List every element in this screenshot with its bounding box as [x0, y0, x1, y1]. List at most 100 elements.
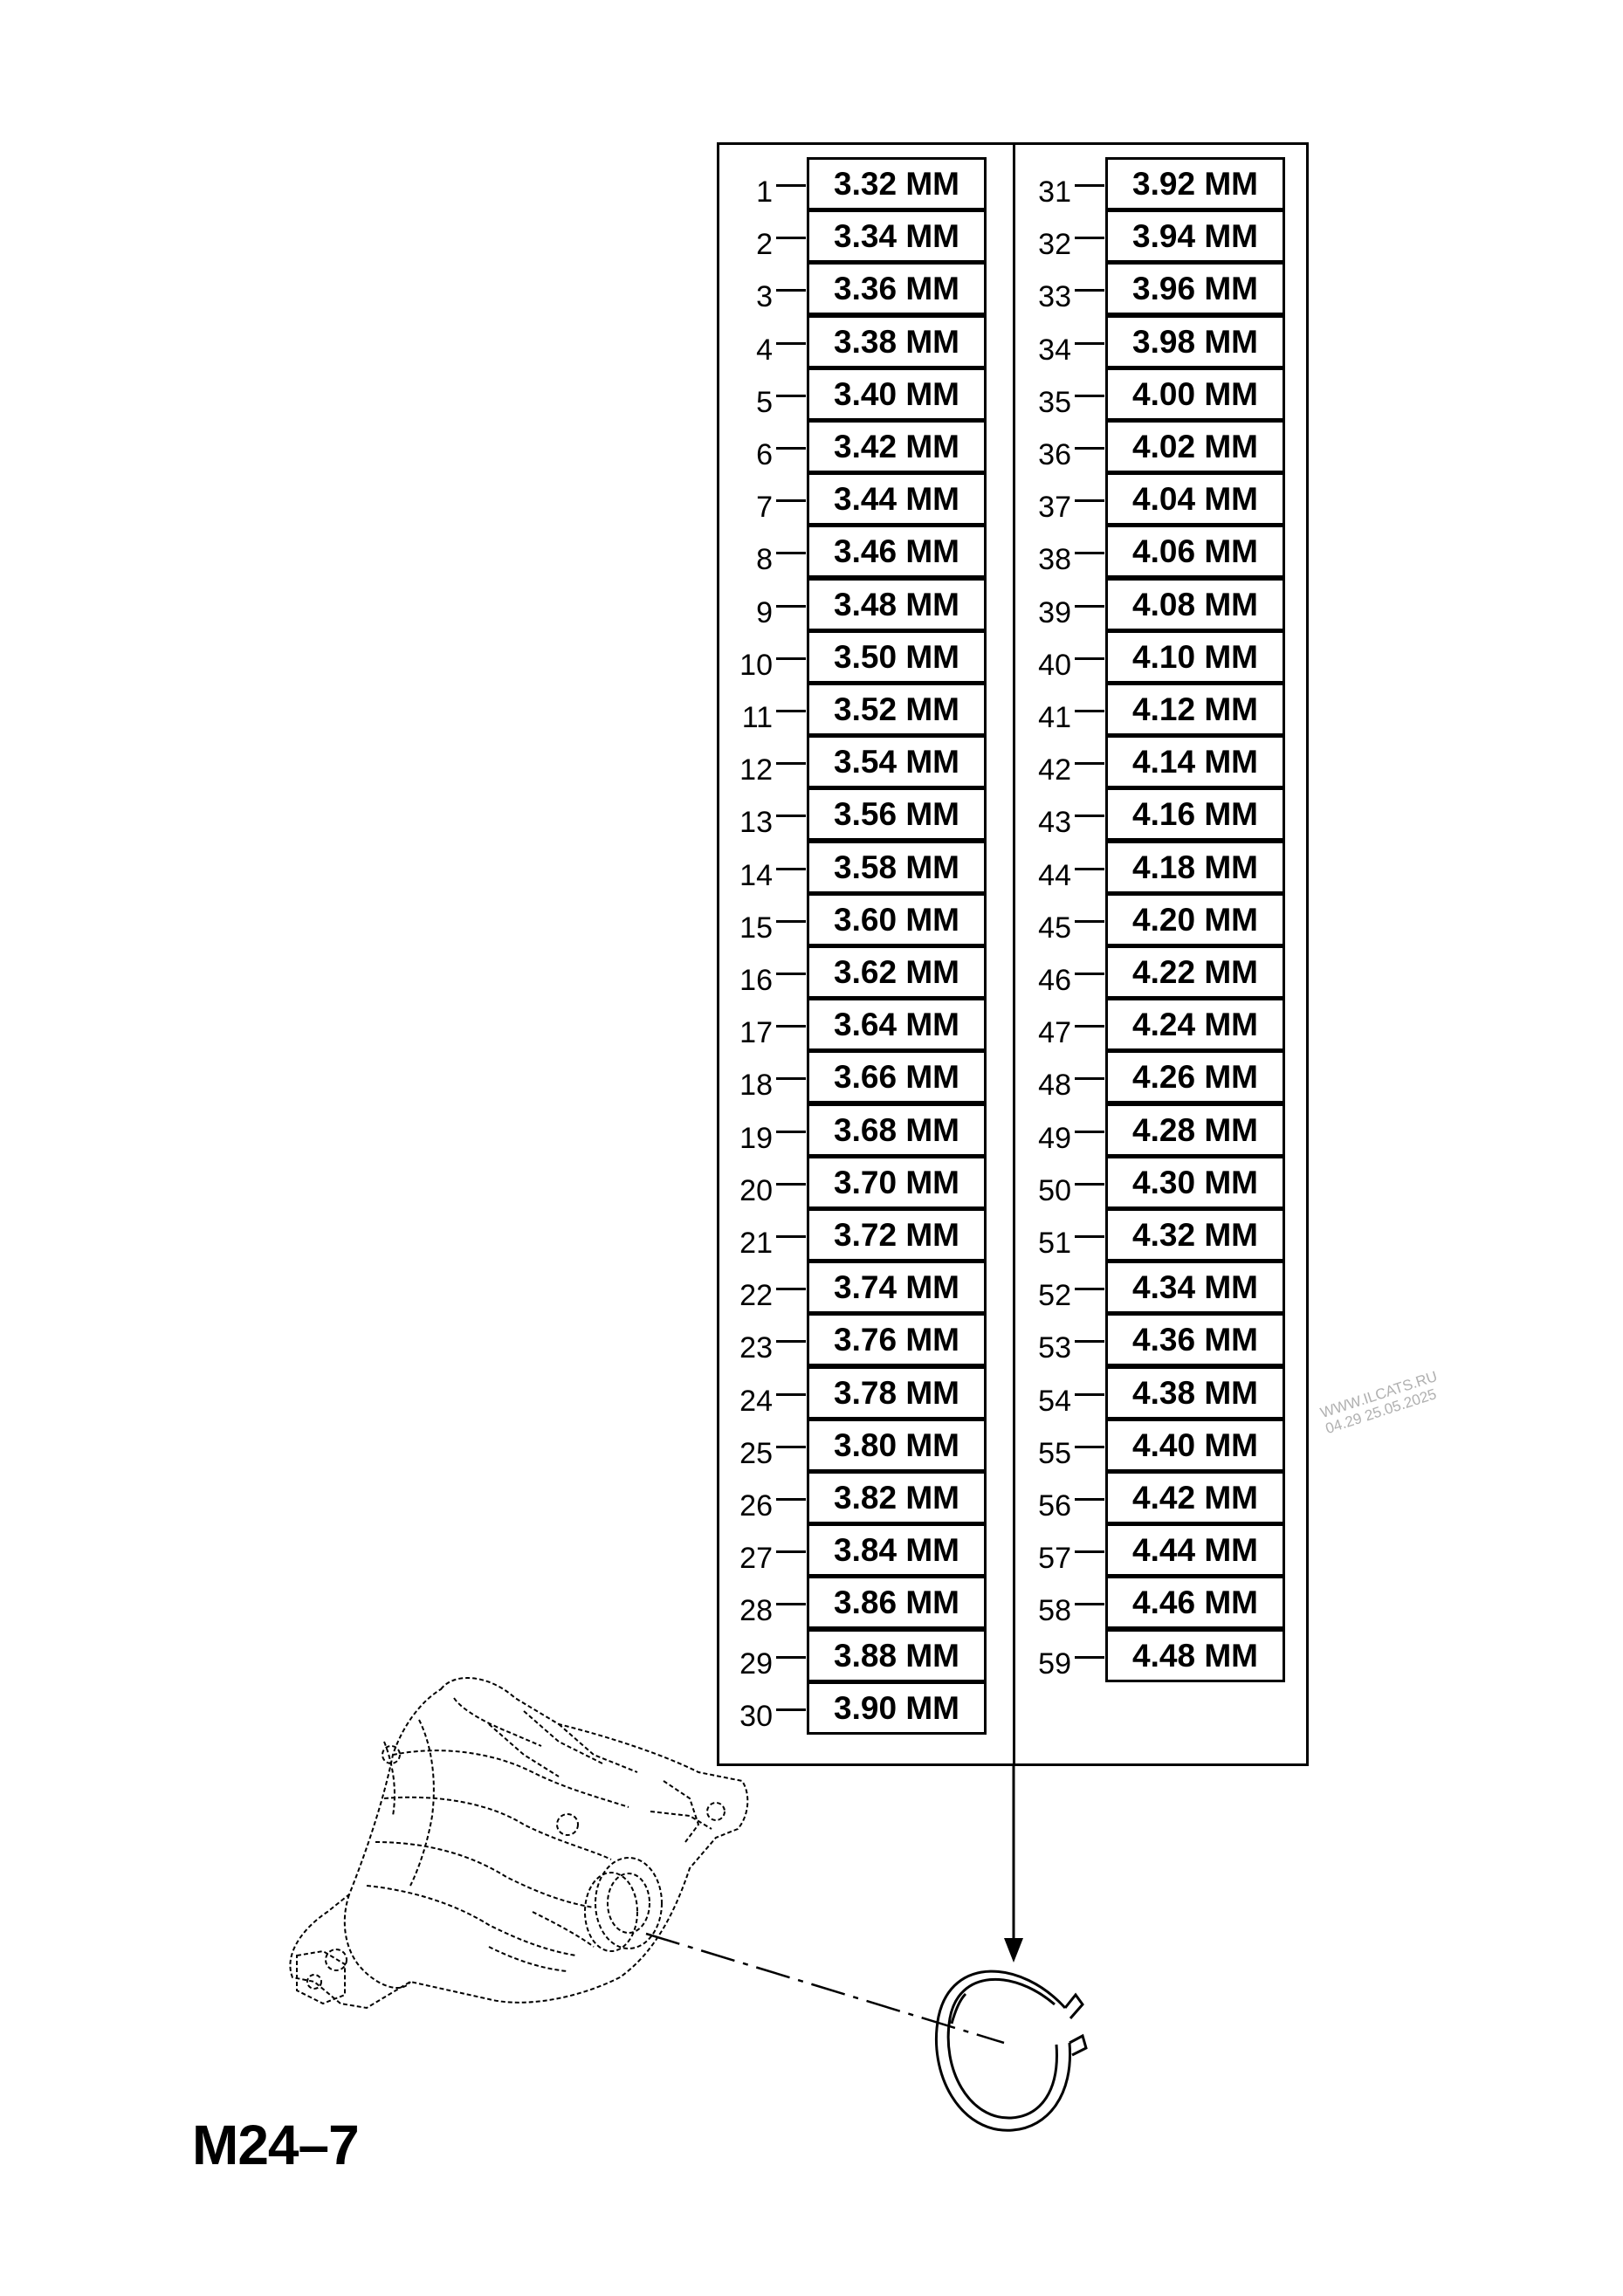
shim-size-box: 3.70 MM — [807, 1155, 987, 1209]
shim-size-box: 4.06 MM — [1105, 525, 1285, 579]
shim-size-box: 3.98 MM — [1105, 314, 1285, 368]
leader-tick — [776, 447, 806, 450]
item-number: 40 — [1038, 648, 1071, 682]
center-line — [645, 1932, 1005, 2045]
leader-tick — [1075, 394, 1104, 397]
table-column-divider — [1013, 142, 1015, 1766]
item-number: 3 — [756, 280, 773, 314]
shim-size-box: 3.44 MM — [807, 472, 987, 526]
shim-size-box: 3.72 MM — [807, 1208, 987, 1261]
snap-ring — [934, 1969, 1088, 2132]
leader-arrow — [1004, 1766, 1023, 1963]
shim-size-box: 4.30 MM — [1105, 1155, 1285, 1209]
item-number: 57 — [1038, 1542, 1071, 1576]
shim-size-box: 4.00 MM — [1105, 367, 1285, 421]
item-number: 5 — [756, 385, 773, 419]
leader-tick — [1075, 1340, 1104, 1344]
item-number: 44 — [1038, 858, 1071, 892]
shim-size-box: 4.36 MM — [1105, 1313, 1285, 1367]
shim-size-box: 3.82 MM — [807, 1471, 987, 1524]
leader-tick — [1075, 1025, 1104, 1028]
leader-tick — [776, 710, 806, 712]
item-number: 32 — [1038, 228, 1071, 262]
item-number: 22 — [739, 1279, 773, 1313]
leader-tick — [1075, 237, 1104, 240]
shim-size-box: 4.44 MM — [1105, 1523, 1285, 1578]
shim-size-box: 3.84 MM — [807, 1523, 987, 1578]
table-row: 25 3.80 MM — [0, 1418, 1623, 1472]
item-number: 45 — [1038, 911, 1071, 945]
shim-size-box: 3.94 MM — [1105, 210, 1285, 264]
shim-size-box: 3.60 MM — [807, 892, 987, 946]
item-number: 30 — [739, 1699, 773, 1733]
leader-tick — [776, 341, 806, 345]
shim-size-box: 3.32 MM — [807, 157, 987, 210]
item-number: 28 — [739, 1594, 773, 1628]
item-number: 33 — [1038, 280, 1071, 314]
shim-size-box: 3.48 MM — [807, 577, 987, 631]
item-number: 41 — [1038, 701, 1071, 734]
leader-tick — [1075, 1392, 1104, 1396]
leader-tick — [1075, 867, 1104, 870]
item-number: 34 — [1038, 333, 1071, 367]
item-number: 4 — [756, 333, 773, 367]
item-number: 36 — [1038, 438, 1071, 471]
item-number: 47 — [1038, 1016, 1071, 1050]
shim-size-box: 3.80 MM — [807, 1418, 987, 1472]
shim-size-box: 3.96 MM — [1105, 262, 1285, 316]
leader-tick — [1075, 604, 1104, 608]
item-number: 10 — [739, 648, 773, 682]
table-row: 57 4.44 MM — [0, 1523, 1623, 1578]
leader-tick — [776, 1130, 806, 1133]
item-number: 37 — [1038, 491, 1071, 525]
table-row: 32 3.94 MM — [0, 210, 1623, 264]
shim-size-box: 3.76 MM — [807, 1313, 987, 1367]
leader-tick — [1075, 762, 1104, 766]
item-number: 51 — [1038, 1227, 1071, 1260]
item-number: 6 — [756, 438, 773, 471]
table-row: 9 3.48 MM — [0, 577, 1623, 631]
item-number: 20 — [739, 1173, 773, 1207]
leader-tick — [1075, 447, 1104, 450]
shim-size-box: 3.40 MM — [807, 367, 987, 421]
shim-size-box: 4.46 MM — [1105, 1576, 1285, 1630]
leader-tick — [776, 1288, 806, 1291]
item-number: 31 — [1038, 175, 1071, 209]
leader-tick — [776, 1025, 806, 1028]
item-number: 27 — [739, 1542, 773, 1576]
item-number: 25 — [739, 1436, 773, 1470]
item-number: 42 — [1038, 753, 1071, 787]
item-number: 19 — [739, 1121, 773, 1155]
shim-size-box: 3.64 MM — [807, 998, 987, 1052]
leader-tick — [1075, 184, 1104, 187]
leader-tick — [776, 604, 806, 608]
item-number: 59 — [1038, 1646, 1071, 1681]
leader-tick — [776, 815, 806, 818]
item-number: 9 — [756, 595, 773, 629]
leader-tick — [1075, 499, 1104, 503]
